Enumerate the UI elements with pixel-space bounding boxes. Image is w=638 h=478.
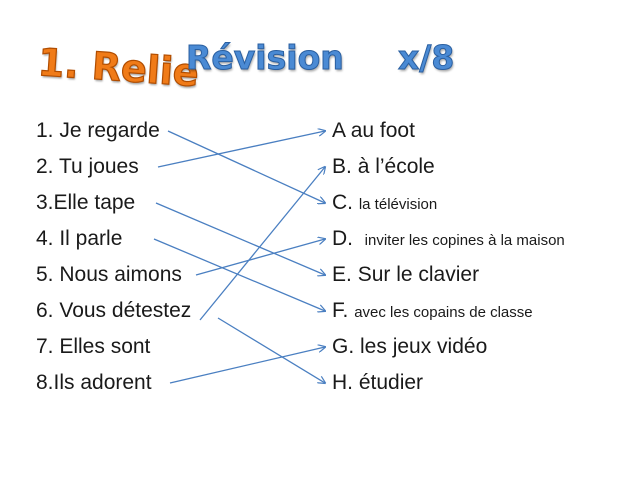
right-item-e: E. Sur le clavier bbox=[332, 262, 479, 288]
right-item-d: D. inviter les copines à la maison bbox=[332, 226, 565, 254]
right-item-text: étudier bbox=[358, 371, 424, 394]
match-line-2-a bbox=[157, 131, 325, 168]
match-line-8-g bbox=[169, 347, 325, 384]
right-item-letter: E. bbox=[332, 263, 352, 286]
revision-title: Révision bbox=[186, 38, 345, 78]
match-line-3-e bbox=[155, 202, 325, 275]
match-line-4-f bbox=[153, 238, 325, 311]
left-item-1: 1. Je regarde bbox=[36, 119, 160, 142]
right-item-letter: D. bbox=[332, 227, 353, 250]
right-item-text: à l’école bbox=[357, 155, 435, 178]
left-item-2: 2. Tu joues bbox=[36, 155, 139, 178]
right-item-text: la télévision bbox=[358, 196, 438, 213]
right-item-letter: B. bbox=[332, 155, 352, 178]
right-item-text: au foot bbox=[350, 119, 415, 142]
left-item-3: 3.Elle tape bbox=[36, 191, 136, 214]
right-item-letter: F. bbox=[332, 299, 349, 322]
right-item-letter: C. bbox=[332, 191, 353, 214]
right-item-letter: G. bbox=[332, 335, 355, 358]
right-item-text: inviter les copines à la maison bbox=[364, 232, 565, 249]
match-line-6-h bbox=[217, 317, 325, 383]
left-item-6: 6. Vous détestez bbox=[36, 299, 192, 322]
left-item-8: 8.Ils adorent bbox=[36, 371, 152, 394]
right-item-letter: A bbox=[332, 119, 345, 142]
right-item-text: Sur le clavier bbox=[357, 263, 480, 286]
match-line-7-b bbox=[199, 167, 325, 321]
right-item-c: C. la télévision bbox=[332, 190, 437, 218]
match-line-5-d bbox=[195, 239, 325, 276]
right-item-text: les jeux vidéo bbox=[360, 335, 488, 358]
right-item-g: G. les jeux vidéo bbox=[332, 334, 487, 360]
right-item-h: H. étudier bbox=[332, 370, 423, 396]
right-item-a: A au foot bbox=[332, 118, 415, 144]
left-item-4: 4. Il parle bbox=[36, 227, 123, 250]
right-item-f: F. avec les copains de classe bbox=[332, 298, 533, 326]
right-item-b: B. à l’école bbox=[332, 154, 435, 180]
right-item-letter: H. bbox=[332, 371, 353, 394]
left-item-7: 7. Elles sont bbox=[36, 335, 151, 358]
right-item-text: avec les copains de classe bbox=[354, 304, 533, 321]
left-item-5: 5. Nous aimons bbox=[36, 263, 182, 286]
score-label: x/8 bbox=[397, 38, 455, 78]
match-line-1-c bbox=[167, 130, 325, 203]
